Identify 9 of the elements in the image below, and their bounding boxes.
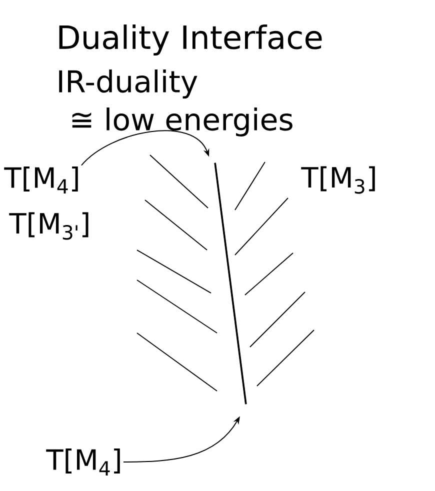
node-label: T[M$_{4}$]	[4, 166, 78, 194]
label: ≅ low energies	[72, 108, 292, 137]
node-label: T[M$_{4}$]	[46, 448, 120, 476]
label: T[M$_{3'}$]	[9, 212, 88, 240]
arrow	[80, 130, 210, 166]
interface-line	[214, 162, 247, 404]
title: Duality Interface	[59, 24, 322, 56]
label: IR-duality	[59, 70, 198, 99]
label: T[M$_{3}$]	[301, 166, 375, 194]
